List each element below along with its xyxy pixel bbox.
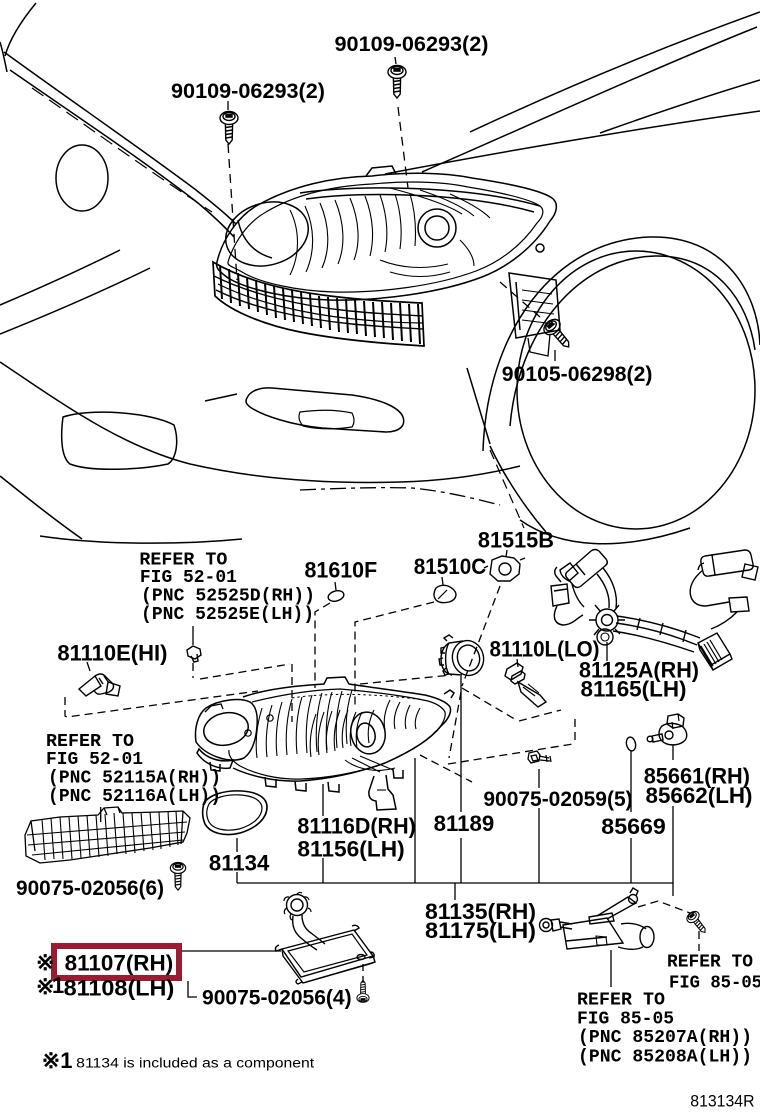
- svg-text:85669: 85669: [601, 814, 666, 839]
- svg-text:90075-02059(5): 90075-02059(5): [483, 788, 632, 811]
- svg-text:85662(LH): 85662(LH): [646, 783, 753, 808]
- svg-text:81165(LH): 81165(LH): [581, 677, 687, 702]
- svg-text:81116D(RH): 81116D(RH): [297, 814, 415, 839]
- svg-text:90109-06293(2): 90109-06293(2): [335, 33, 489, 56]
- svg-text:81107(RH): 81107(RH): [65, 951, 173, 976]
- svg-text:85661(RH): 85661(RH): [644, 764, 750, 789]
- svg-text:81134: 81134: [209, 851, 270, 876]
- svg-text:81110L(LO): 81110L(LO): [490, 637, 600, 662]
- svg-text:1: 1: [52, 973, 64, 998]
- svg-text:※1: ※1: [42, 1048, 73, 1073]
- svg-text:FIG 52-01: FIG 52-01: [46, 750, 143, 770]
- svg-text:FIG 85-05: FIG 85-05: [669, 974, 760, 994]
- svg-text:REFER TO: REFER TO: [667, 953, 753, 973]
- svg-text:813134R: 813134R: [690, 1093, 754, 1111]
- svg-text:81610F: 81610F: [305, 558, 378, 583]
- svg-text:(PNC 52525E(LH)): (PNC 52525E(LH)): [141, 605, 314, 625]
- svg-text:REFER TO: REFER TO: [139, 551, 227, 571]
- svg-text:81189: 81189: [434, 811, 495, 836]
- svg-text:90105-06298(2): 90105-06298(2): [502, 363, 653, 386]
- svg-text:(PNC 85207A(RH)): (PNC 85207A(RH)): [578, 1028, 752, 1048]
- svg-text:81156(LH): 81156(LH): [297, 837, 404, 862]
- svg-text:81125A(RH): 81125A(RH): [579, 658, 699, 683]
- svg-text:81510C: 81510C: [414, 554, 487, 579]
- svg-text:(PNC 52115A(RH)): (PNC 52115A(RH)): [48, 769, 221, 789]
- svg-text:REFER TO: REFER TO: [577, 991, 665, 1011]
- svg-text:※: ※: [36, 974, 54, 999]
- svg-text:81175(LH): 81175(LH): [425, 918, 536, 943]
- svg-text:81108(LH): 81108(LH): [64, 976, 175, 1001]
- svg-text:※: ※: [36, 950, 54, 975]
- svg-text:90075-02056(4): 90075-02056(4): [202, 987, 352, 1010]
- svg-text:90075-02056(6): 90075-02056(6): [16, 877, 164, 900]
- svg-text:(PNC 85208A(LH)): (PNC 85208A(LH)): [578, 1048, 752, 1068]
- svg-text:FIG 52-01: FIG 52-01: [140, 568, 237, 588]
- svg-text:81515B: 81515B: [478, 528, 554, 553]
- svg-text:(PNC 52525D(RH)): (PNC 52525D(RH)): [141, 587, 315, 607]
- svg-text:(PNC 52116A(LH)): (PNC 52116A(LH)): [48, 787, 221, 807]
- svg-text:81134 is included as a compone: 81134 is included as a component: [76, 1056, 314, 1071]
- svg-text:90109-06293(2): 90109-06293(2): [171, 80, 325, 103]
- svg-text:81135(RH): 81135(RH): [425, 899, 536, 924]
- svg-text:REFER TO: REFER TO: [46, 732, 134, 752]
- svg-text:81110E(HI): 81110E(HI): [57, 640, 167, 665]
- svg-text:FIG 85-05: FIG 85-05: [577, 1010, 674, 1030]
